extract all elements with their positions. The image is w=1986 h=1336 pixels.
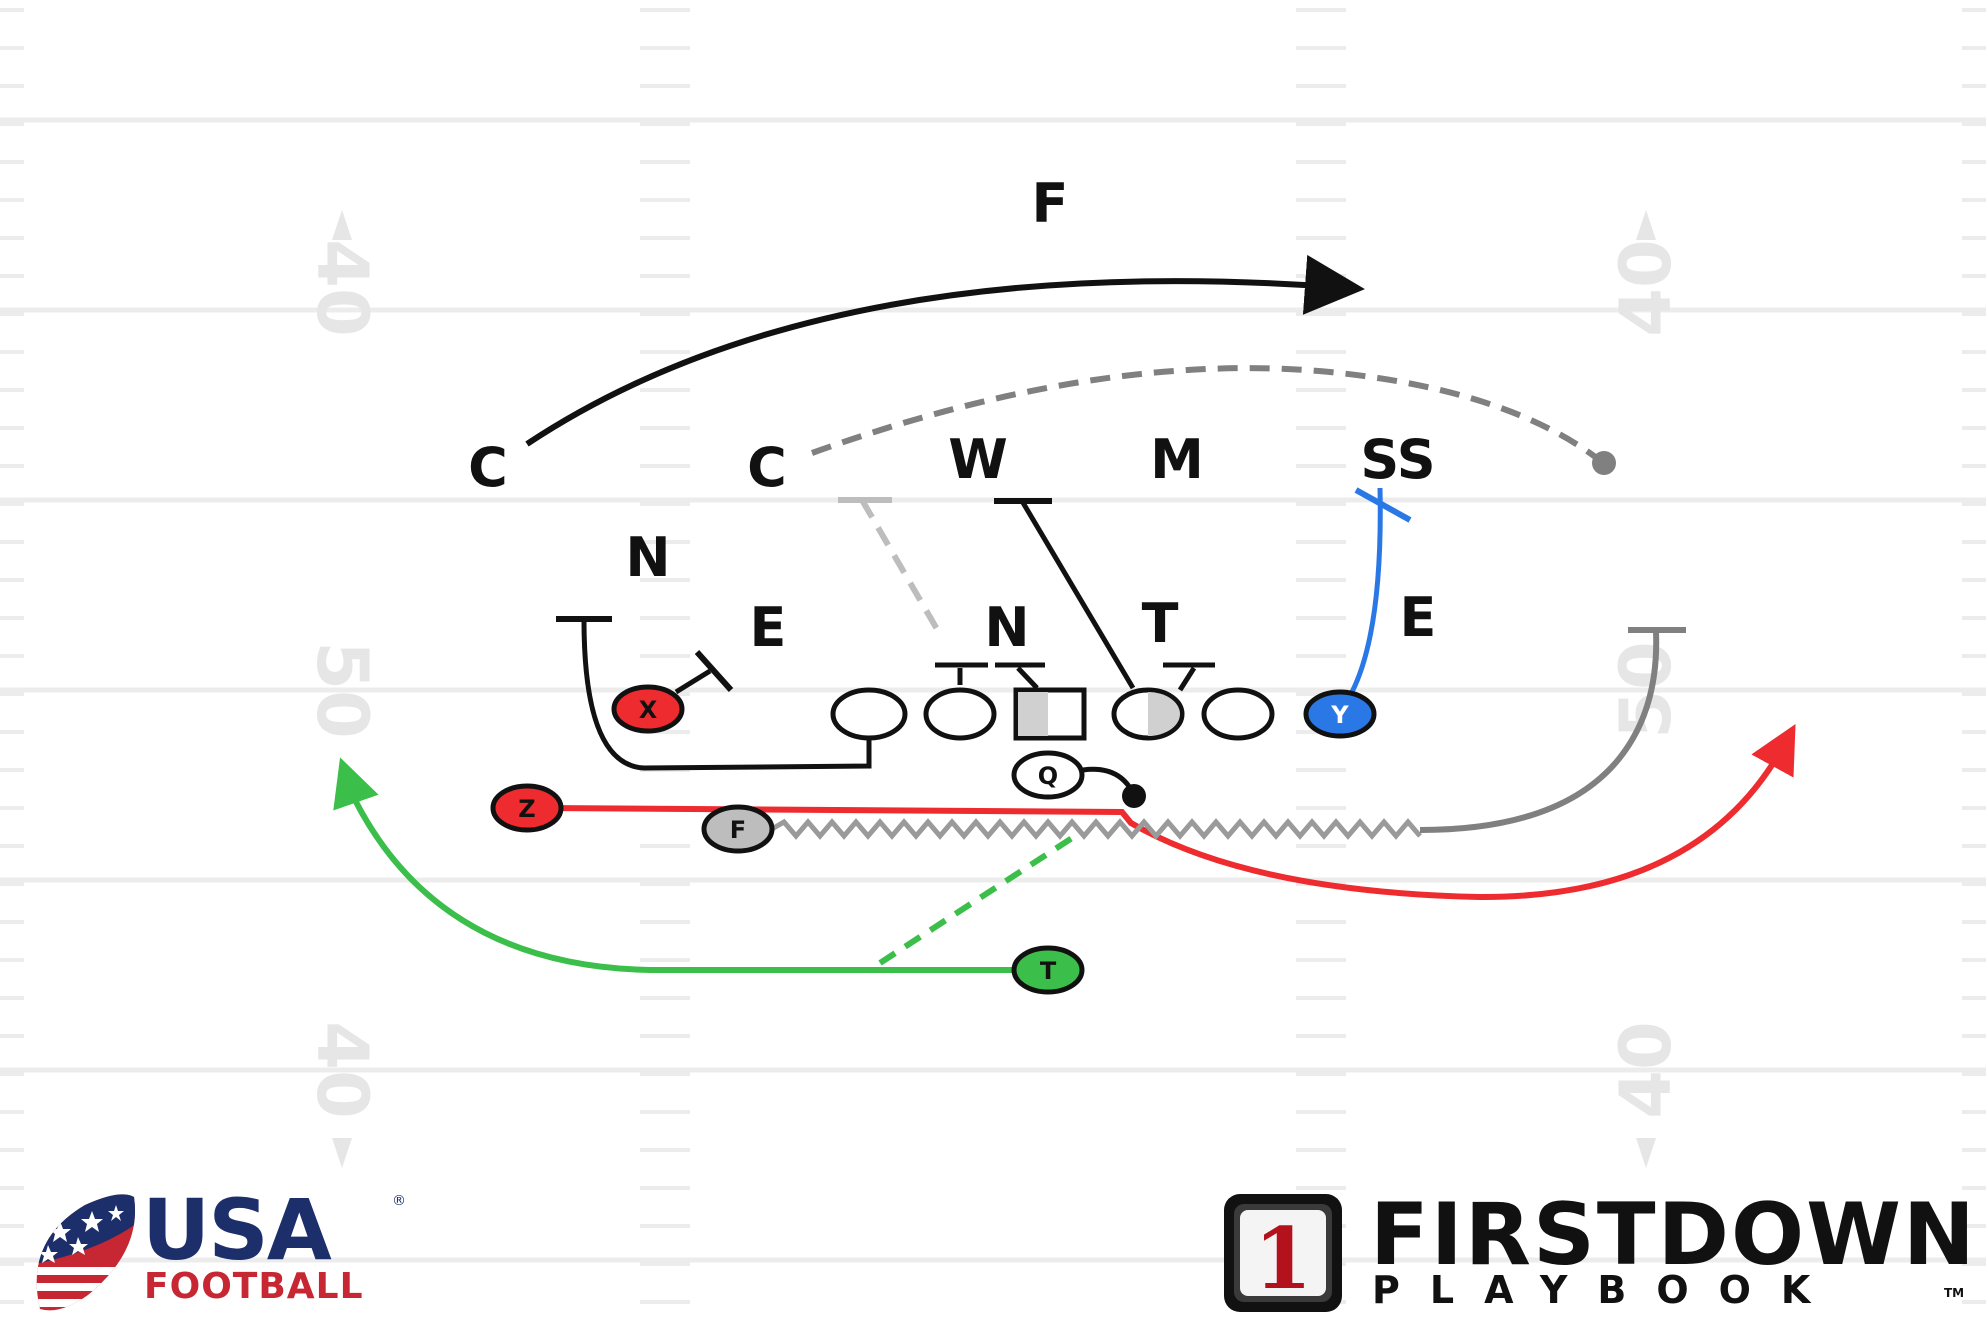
tight-end-block-line	[1349, 487, 1383, 694]
will-linebacker-label: W	[948, 428, 1008, 491]
defensive-end-label: E	[750, 596, 787, 659]
corner-label: C	[747, 436, 787, 499]
lineman-circle	[1201, 687, 1275, 741]
yard-arrow-icon	[1636, 1138, 1656, 1168]
x-receiver: X	[611, 684, 685, 734]
yard-arrow-icon	[1636, 210, 1656, 240]
firstdown-playbook-logo: 1 FIRSTDOWN PLAYBOOK TM	[1222, 1190, 1975, 1320]
football-flag-icon	[36, 1194, 136, 1311]
route-end-dot	[1592, 451, 1616, 475]
yard-number: 40	[1605, 239, 1687, 336]
svg-text:X: X	[639, 696, 658, 724]
offensive-line	[830, 687, 1275, 741]
tackle-pull-line	[581, 619, 872, 771]
yard-number: 40	[301, 1021, 383, 1118]
corner-label: C	[468, 436, 508, 499]
defensive-tackle-label: T	[1142, 592, 1179, 655]
yard-number: 50	[1605, 641, 1687, 738]
firstdown-wordmark: FIRSTDOWN	[1370, 1185, 1977, 1285]
fullback-motion-path	[770, 818, 1422, 840]
usa-football-logo: USA ® FOOTBALL	[30, 1185, 410, 1315]
svg-text:Q: Q	[1038, 762, 1058, 790]
lineman-circle	[830, 687, 908, 741]
usa-wordmark: USA	[142, 1181, 332, 1279]
corner-dashed-route	[810, 365, 1604, 465]
free-safety-label: F	[1032, 172, 1069, 235]
svg-text:T: T	[1040, 957, 1057, 985]
nose-tackle-label: N	[984, 596, 1029, 659]
z-receiver: Z	[490, 783, 564, 833]
registered-mark: ®	[392, 1193, 406, 1209]
mike-linebacker-label: M	[1150, 428, 1204, 491]
block-bar	[1354, 487, 1412, 523]
trademark-mark: TM	[1944, 1286, 1965, 1300]
fullback: F	[701, 804, 775, 854]
football-wordmark: FOOTBALL	[144, 1266, 364, 1307]
yard-number: 40	[301, 239, 383, 336]
quarterback: Q	[1011, 750, 1085, 800]
handoff-point-dot	[1122, 784, 1146, 808]
defensive-end-label: E	[1400, 586, 1437, 649]
yard-arrow-icon	[332, 210, 352, 240]
field-lines	[0, 117, 1986, 1263]
fullback-route	[1419, 631, 1660, 833]
defense-labels: F C C W M SS N E N T E	[468, 172, 1436, 659]
line-blocks	[935, 662, 1215, 692]
svg-text:Y: Y	[1330, 701, 1349, 729]
svg-text:F: F	[730, 816, 746, 844]
will-block-line	[1019, 499, 1136, 690]
corner-deep-route	[525, 254, 1365, 447]
yard-number: 40	[1605, 1021, 1687, 1118]
yard-numbers: 40 50 40 40 50 40	[301, 210, 1687, 1168]
yard-number: 50	[301, 641, 383, 738]
x-block-line	[674, 668, 712, 695]
strong-safety-label: SS	[1360, 428, 1435, 491]
playbook-wordmark: PLAYBOOK	[1372, 1268, 1841, 1312]
tailback-route	[333, 757, 1016, 973]
block-bar	[694, 649, 734, 693]
svg-text:1: 1	[1254, 1209, 1312, 1308]
svg-text:Z: Z	[518, 795, 535, 823]
z-route	[545, 723, 1796, 901]
lineman-shade	[1148, 692, 1180, 736]
tailback-dashed-line	[878, 835, 1074, 966]
tailback: T	[1011, 945, 1085, 995]
lineman-circle	[923, 687, 997, 741]
center-square-shade	[1018, 692, 1048, 736]
yard-arrow-icon	[332, 1138, 352, 1168]
tight-end-y: Y	[1303, 689, 1377, 739]
dashed-block-line	[859, 498, 944, 638]
nickel-label: N	[625, 526, 670, 589]
firstdown-number-one-icon: 1	[1224, 1194, 1342, 1312]
